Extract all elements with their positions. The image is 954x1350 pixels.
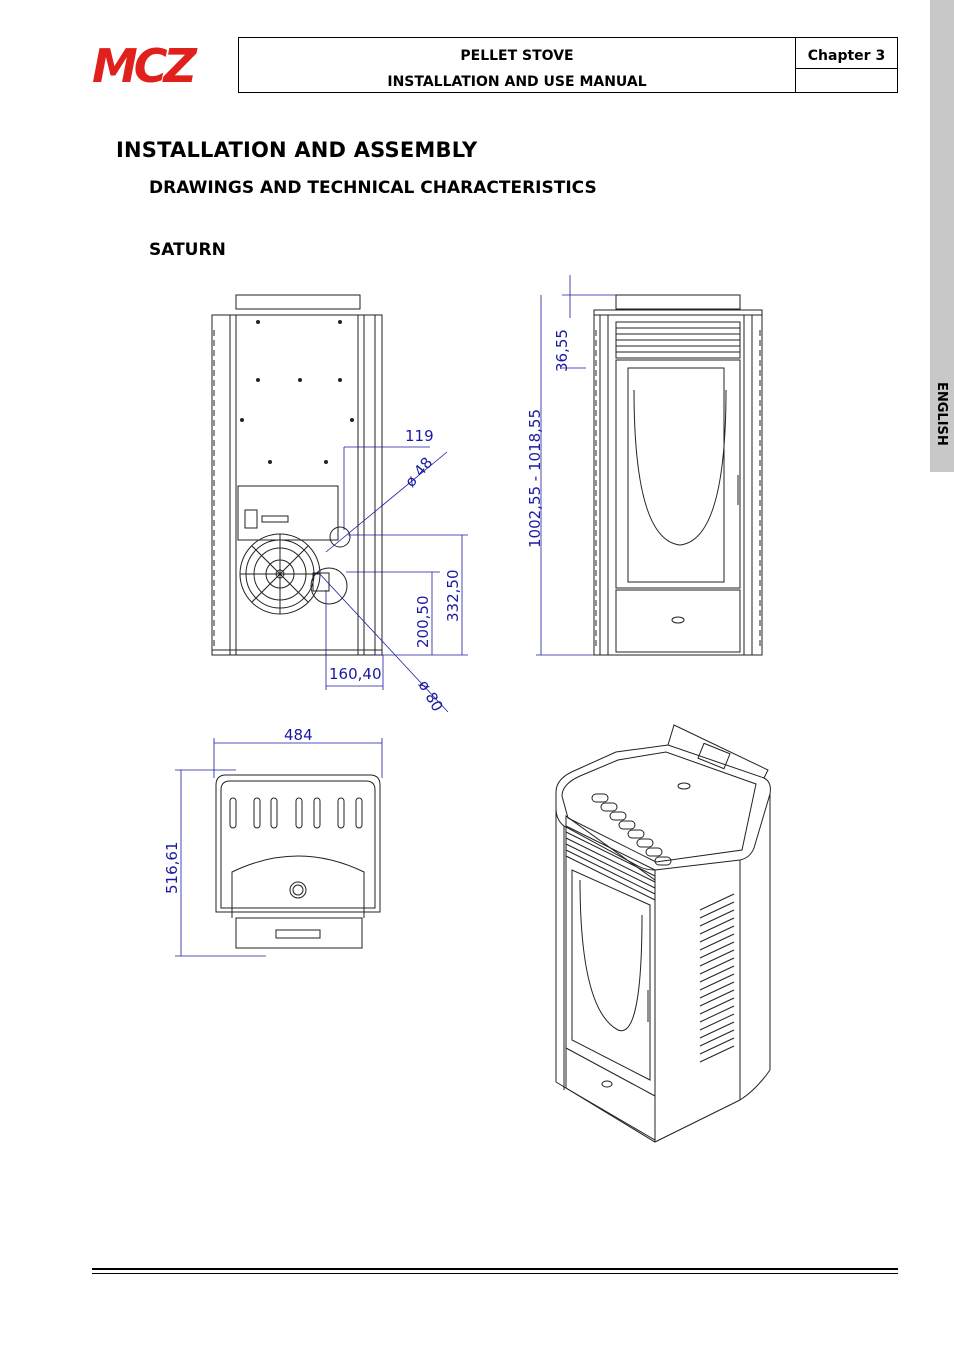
section-title: INSTALLATION AND ASSEMBLY	[116, 138, 478, 162]
dim-width: 484	[284, 726, 313, 744]
dim-outlet-x: 119	[405, 427, 434, 445]
subsection-title: DRAWINGS AND TECHNICAL CHARACTERISTICS	[149, 178, 597, 198]
dim-top-offset: 36,55	[553, 329, 571, 372]
document-subtitle: INSTALLATION AND USE MANUAL	[387, 74, 647, 90]
top-dimension-lines	[175, 738, 383, 957]
top-view-drawing	[215, 774, 381, 949]
document-title: PELLET STOVE	[460, 48, 574, 64]
rear-view-drawing	[211, 294, 383, 656]
rear-dimension-lines	[317, 446, 468, 713]
dim-height: 1002,55 - 1018,55	[526, 409, 544, 548]
footer-rule-thick	[92, 1268, 898, 1270]
dim-flue-height-outer: 332,50	[444, 570, 462, 623]
front-view-drawing	[593, 294, 763, 656]
chapter-box: Chapter 3	[795, 37, 898, 93]
dim-flue-height-inner: 200,50	[414, 596, 432, 649]
footer-rule-thin	[92, 1273, 898, 1274]
language-tab	[930, 0, 954, 472]
dim-flue-x: 160,40	[329, 665, 382, 683]
chapter-label: Chapter 3	[796, 38, 897, 69]
mcz-logo: MCZ	[92, 40, 203, 88]
header-title-box: PELLET STOVE INSTALLATION AND USE MANUAL	[238, 37, 796, 93]
logo-text: MCZ	[92, 40, 199, 88]
perspective-view-drawing	[555, 724, 771, 1143]
dim-flue-diameter: ø 80	[415, 677, 447, 715]
language-tab-label: ENGLISH	[934, 382, 949, 446]
model-name: SATURN	[149, 240, 226, 260]
dim-depth: 516,61	[163, 842, 181, 895]
front-dimension-lines	[536, 275, 616, 656]
language-tab-label-svg: ENGLISH	[934, 382, 949, 446]
